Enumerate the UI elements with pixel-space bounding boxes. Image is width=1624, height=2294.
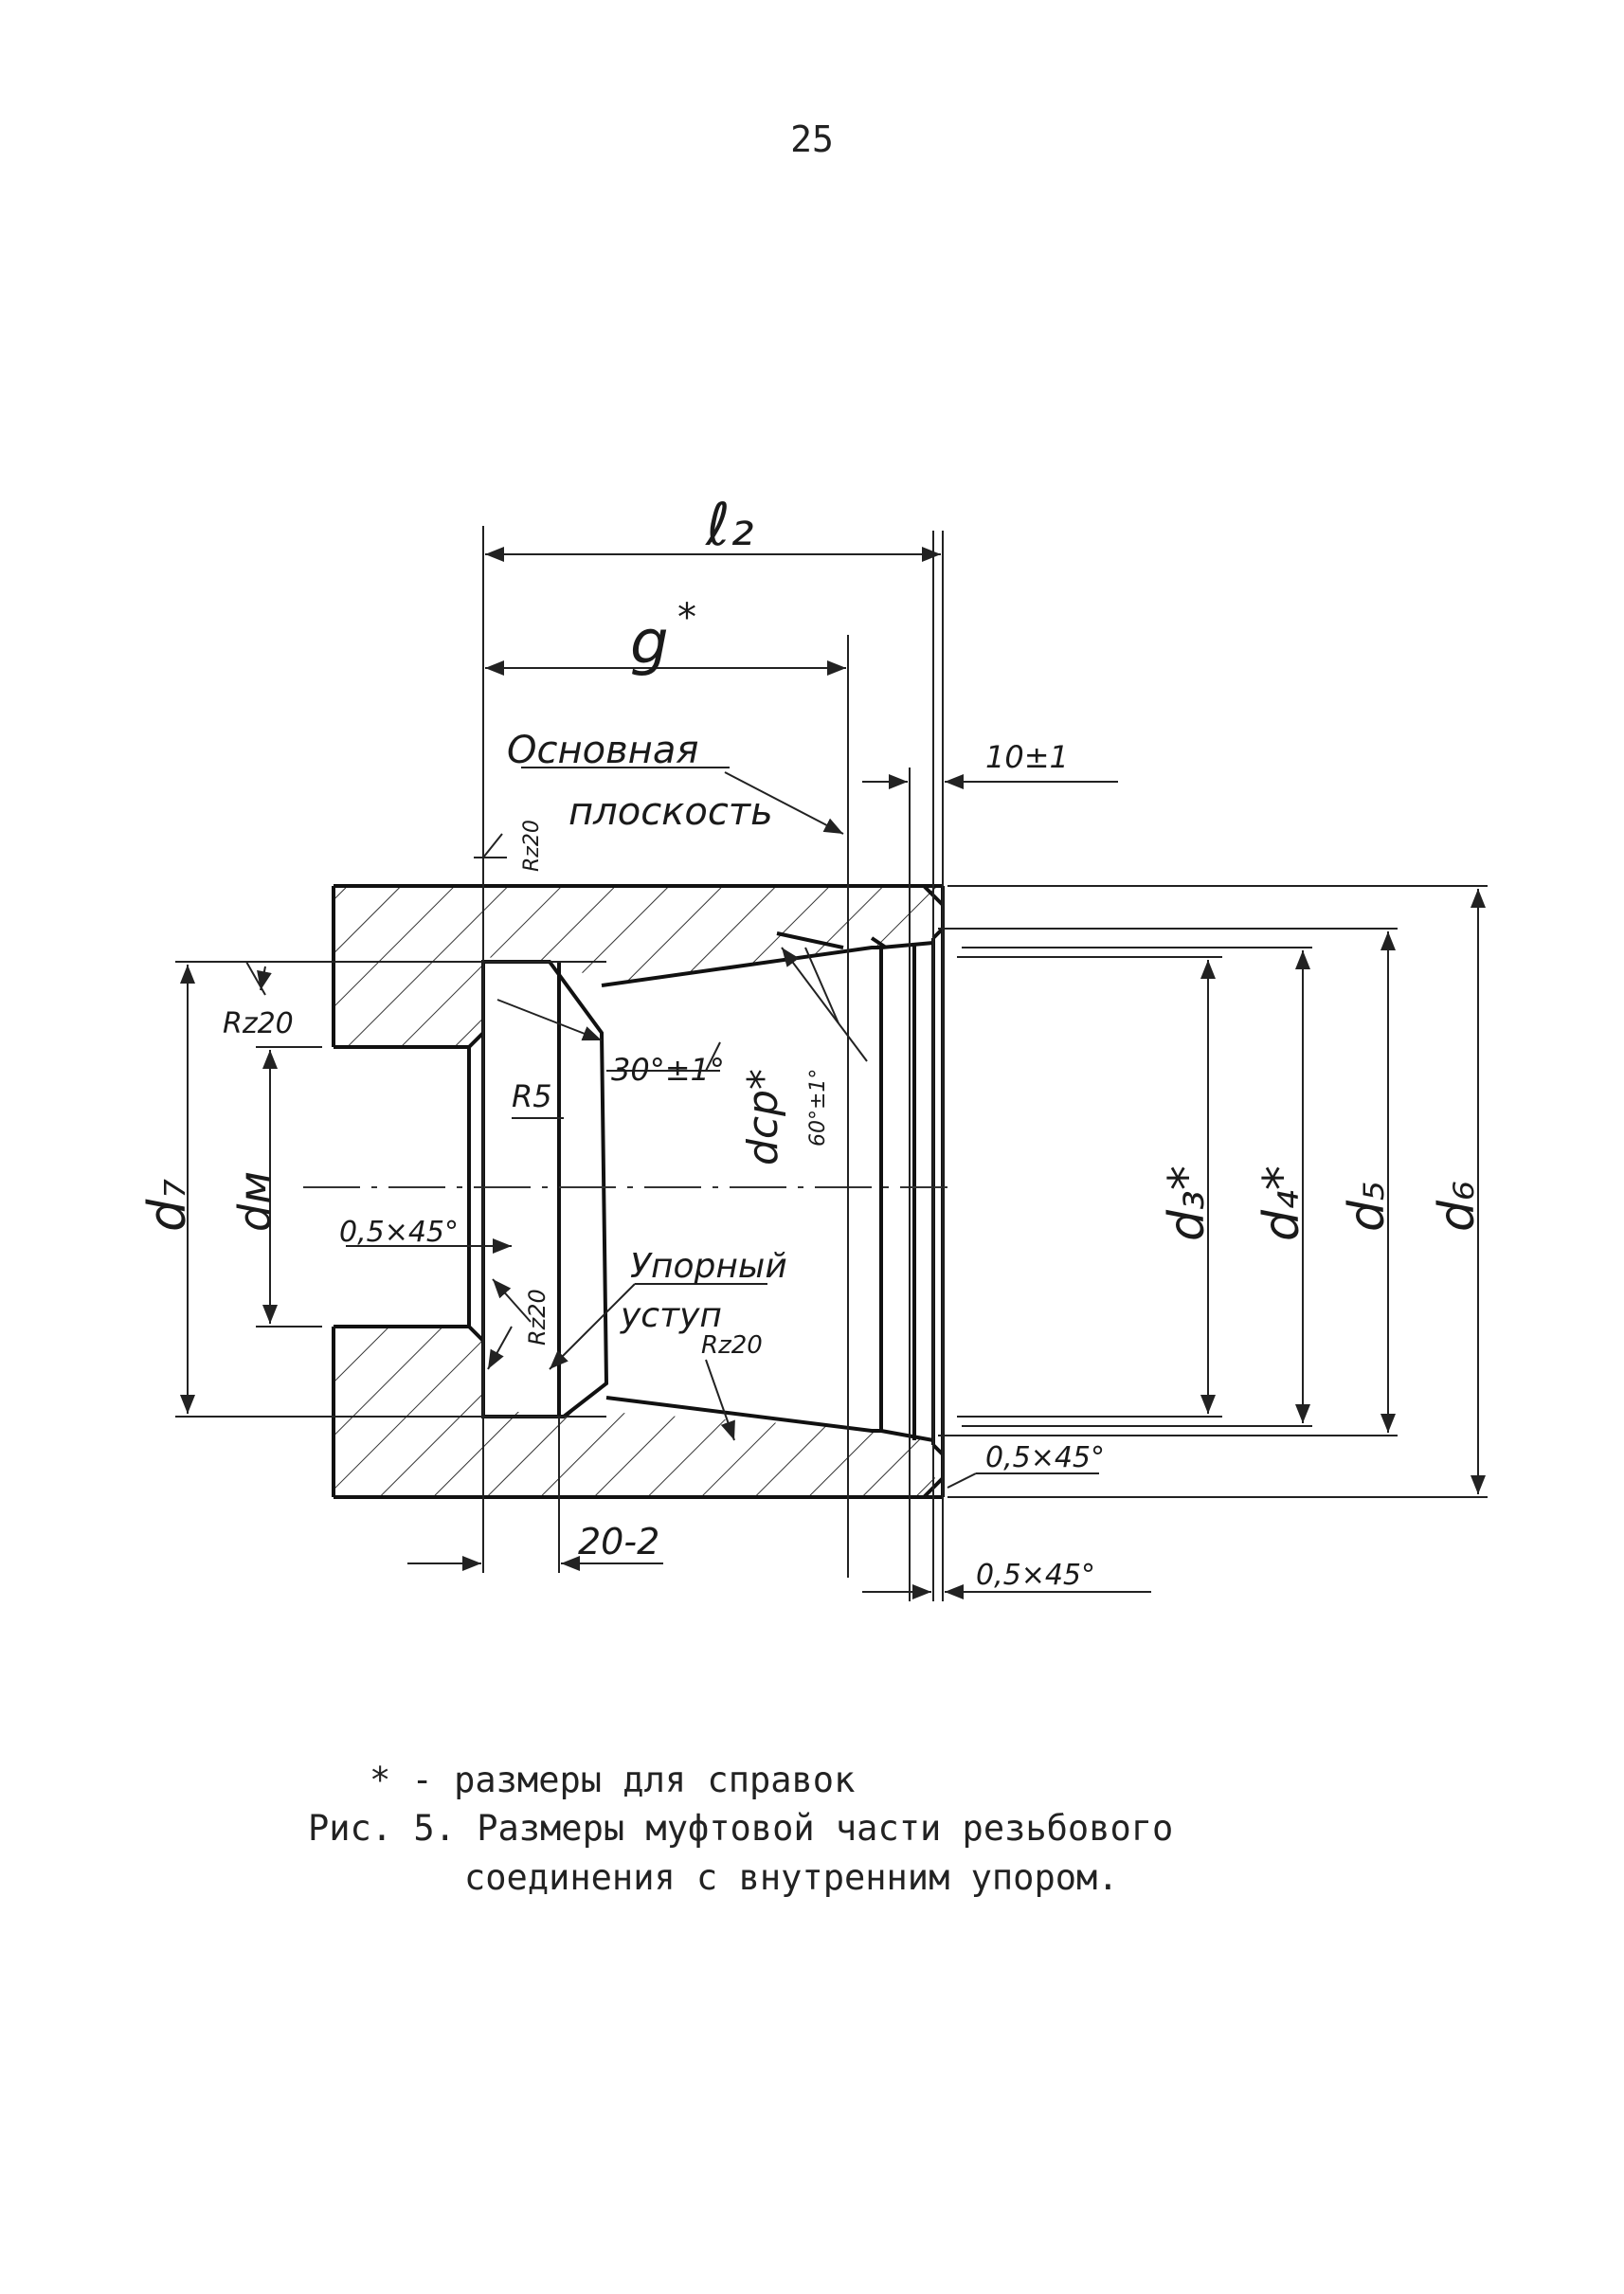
- label-dm: dм: [229, 1171, 280, 1232]
- label-upornyi: Упорный: [630, 1247, 787, 1286]
- label-d3: d₃*: [1159, 1165, 1216, 1241]
- page-number: 25: [790, 118, 834, 160]
- label-rz20-bottom: Rz20: [701, 1331, 763, 1360]
- label-angle-30: 30°±1°: [611, 1052, 725, 1088]
- label-g: g: [630, 608, 669, 678]
- label-d5: d₅: [1339, 1181, 1396, 1232]
- label-angle-60: 60°±1°: [806, 1069, 830, 1147]
- label-rz20-mid: Rz20: [524, 1289, 550, 1346]
- label-d6: d₆: [1429, 1181, 1486, 1232]
- label-rz20-top: Rz20: [520, 820, 544, 872]
- label-rz20-left: Rz20: [223, 1007, 294, 1040]
- label-r5: R5: [512, 1078, 552, 1114]
- caption-note: * - размеры для справок: [370, 1760, 856, 1800]
- label-d4: d₄*: [1254, 1165, 1310, 1241]
- label-osnovnaya: Основная: [507, 729, 698, 772]
- label-d7: d₇: [137, 1179, 197, 1232]
- label-ustup: уступ: [620, 1296, 722, 1335]
- label-l2: ℓ₂: [705, 490, 753, 559]
- caption-line1: Рис. 5. Размеры муфтовой части резьбовог…: [308, 1808, 1174, 1849]
- label-ploskost: плоскость: [568, 790, 773, 834]
- label-chamfer-inner: 0,5×45°: [339, 1216, 459, 1249]
- label-chamfer-bottom: 0,5×45°: [976, 1559, 1095, 1592]
- label-tol-10: 10±1: [985, 739, 1069, 775]
- label-chamfer-right: 0,5×45°: [985, 1441, 1105, 1474]
- label-dim-20: 20-2: [578, 1521, 659, 1562]
- label-dcp: dср*: [739, 1069, 787, 1165]
- body-section-upper: [334, 886, 943, 1047]
- label-g-star: *: [677, 596, 696, 640]
- body-section-lower: [334, 1327, 943, 1497]
- caption-line2: соединения с внутренним упором.: [464, 1857, 1119, 1898]
